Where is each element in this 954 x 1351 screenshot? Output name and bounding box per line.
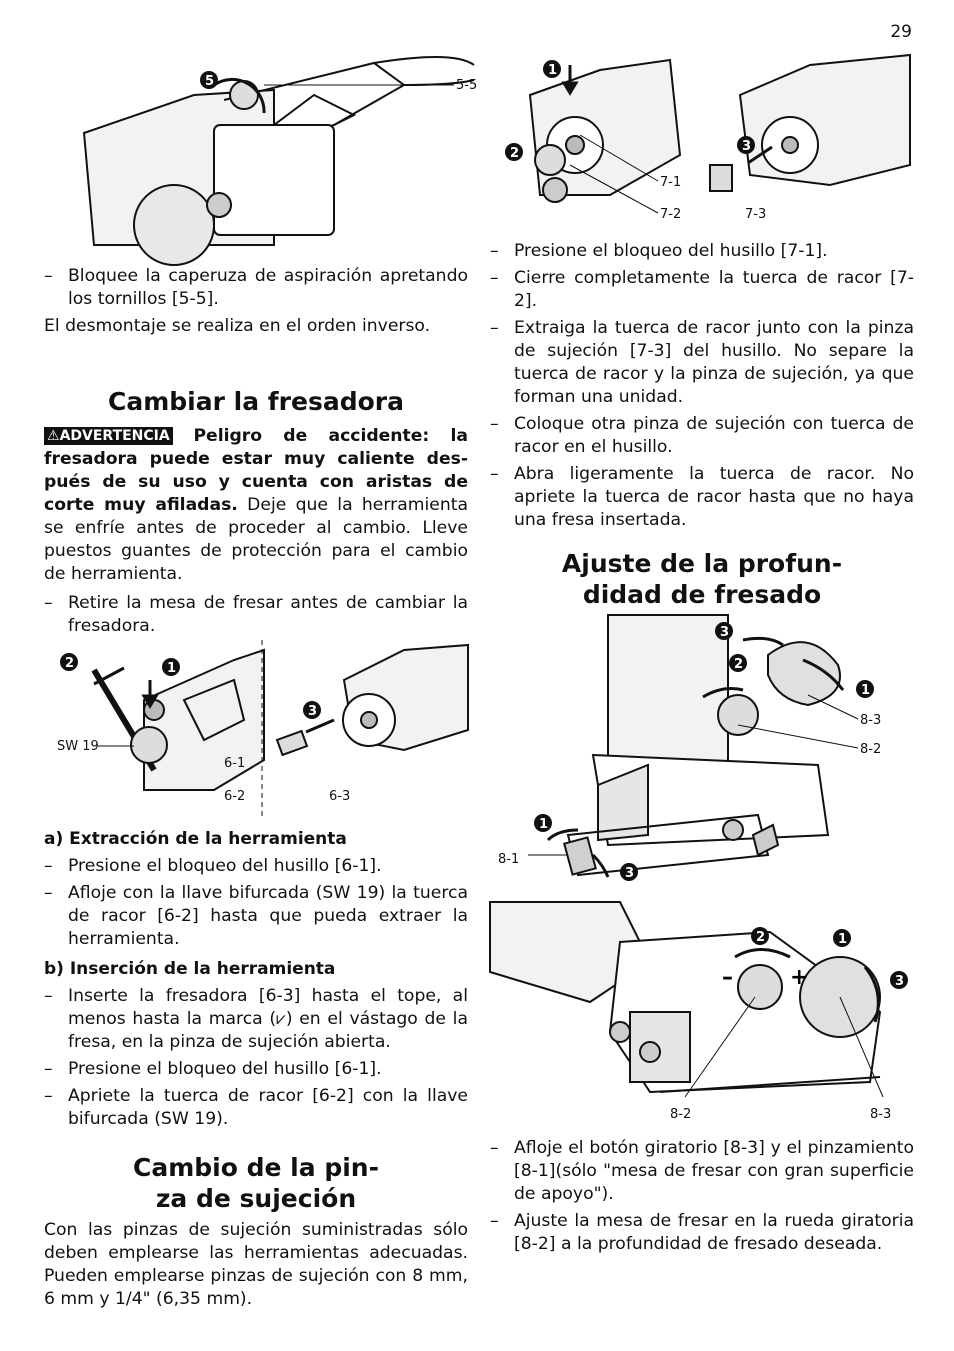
callout-1-bottom: 1 <box>539 817 548 832</box>
list-depth: Afloje el botón giratorio [8-3] y el pin… <box>490 1137 914 1256</box>
list-item: Presione el bloqueo del husillo [6-1]. <box>44 855 468 878</box>
list-remove-table: Retire la mesa de fresar antes de cambia… <box>44 592 468 638</box>
warning-bold-text: Peligro de accidente: la fresadora puede… <box>44 426 468 515</box>
callout-2: 2 <box>65 656 74 671</box>
label-6-3: 6-3 <box>329 789 350 804</box>
label-8-2: 8-2 <box>860 742 881 757</box>
warning-block: ⚠ADVERTENCIA Peligro de accidente: la fr… <box>44 425 468 642</box>
callout-3: 3 <box>308 704 317 719</box>
label-6-1: 6-1 <box>224 756 245 771</box>
subheading-insertion: b) Inserción de la herramienta <box>44 959 336 979</box>
list-item: Bloquee la caperuza de aspiración apreta… <box>44 265 468 311</box>
heading-collet-line1: Cambio de la pin- <box>133 1153 379 1182</box>
callout-5 <box>200 71 218 89</box>
list-item: Afloje con la llave bifurcada (SW 19) la… <box>44 882 468 951</box>
list-item: Extraiga la tuerca de racor junto con la… <box>490 317 914 409</box>
insertion-mark-icon: ⩗ <box>276 1009 286 1029</box>
heading-change-bit: Cambiar la fresadora <box>108 387 404 416</box>
heading-depth-line2: didad de fresado <box>582 580 822 609</box>
minus-icon: – <box>722 965 733 990</box>
list-item: Cierre completamente la tuerca de racor … <box>490 267 914 313</box>
label-5-5: 5-5 <box>456 78 477 93</box>
label-7-2: 7-2 <box>660 207 681 222</box>
list-item: Ajuste la mesa de fresar en la rueda gi­… <box>490 1210 914 1256</box>
callout-1: 1 <box>167 661 176 676</box>
section-collet-change: Cambio de la pin- za de sujeción <box>44 1152 468 1214</box>
section-suction-text: Bloquee la caperuza de aspiración apreta… <box>44 265 468 344</box>
list-suction: Bloquee la caperuza de aspiración apreta… <box>44 265 468 311</box>
callout-2: 2 <box>756 930 765 945</box>
section-change-bit: Cambiar la fresadora <box>44 386 468 417</box>
callout-1-top: 1 <box>861 683 870 698</box>
label-7-1: 7-1 <box>660 175 681 190</box>
callout-1: 1 <box>548 63 557 78</box>
label-8-1: 8-1 <box>498 852 519 867</box>
list-item: Inserte la fresadora [6-3] hasta el tope… <box>44 985 468 1054</box>
section-depth-steps: Afloje el botón giratorio [8-3] y el pin… <box>490 1137 914 1260</box>
list-item: Apriete la tuerca de racor [6-2] con la … <box>44 1085 468 1131</box>
figure-8b-depth-adjust-top: – + 2 1 3 8-2 8-3 <box>489 901 914 1127</box>
list-collet: Presione el bloqueo del husillo [7-1]. C… <box>490 240 914 532</box>
warning-triangle-icon: ⚠ <box>47 428 60 444</box>
figure-6-tool-change: 2 1 3 SW 19 6-1 6-2 6-3 <box>54 640 469 820</box>
list-item: Presione el bloqueo del husillo [6-1]. <box>44 1058 468 1081</box>
collet-paragraph-block: Con las pinzas de sujeción suministradas… <box>44 1219 468 1317</box>
heading-depth-line1: Ajuste de la profun- <box>561 549 843 578</box>
section-depth: Ajuste de la profun- didad de fresado <box>490 548 914 610</box>
section-collet-steps: Presione el bloqueo del husillo [7-1]. C… <box>490 240 914 536</box>
list-item: Coloque otra pinza de sujeción con tuerc… <box>490 413 914 459</box>
heading-collet-line2: za de sujeción <box>155 1184 357 1213</box>
callout-3-top: 3 <box>720 625 729 640</box>
svg-text:5: 5 <box>205 74 214 89</box>
label-8-3: 8-3 <box>870 1107 891 1122</box>
callout-1: 1 <box>838 932 847 947</box>
label-6-2: 6-2 <box>224 789 245 804</box>
callout-2: 2 <box>510 146 519 161</box>
list-item: Abra ligeramente la tuerca de racor. No … <box>490 463 914 532</box>
list-item: Retire la mesa de fresar antes de cambia… <box>44 592 468 638</box>
section-tool-removal: a) Extracción de la herramienta Presione… <box>44 828 468 955</box>
figure-5-suction-hood: 5 5-5 <box>74 55 477 266</box>
label-sw19: SW 19 <box>57 739 99 754</box>
figure-8a-depth-adjust: 3 2 1 1 3 8-3 8-2 8-1 <box>498 614 914 890</box>
list-item: Afloje el botón giratorio [8-3] y el pin… <box>490 1137 914 1206</box>
collet-paragraph: Con las pinzas de sujeción suministradas… <box>44 1220 468 1309</box>
callout-2: 2 <box>734 657 743 672</box>
callout-3-bottom: 3 <box>625 866 634 881</box>
list-insertion: Inserte la fresadora [6-3] hasta el tope… <box>44 985 468 1131</box>
figure-7-collet: 1 2 3 7-1 7-2 7-3 <box>500 53 914 225</box>
page-number: 29 <box>890 22 912 42</box>
warning-badge: ⚠ADVERTENCIA <box>44 427 173 445</box>
label-7-3: 7-3 <box>745 207 766 222</box>
section-tool-insertion: b) Inserción de la herramienta Inserte l… <box>44 958 468 1135</box>
callout-3: 3 <box>742 139 751 154</box>
callout-3: 3 <box>895 974 904 989</box>
list-item: Presione el bloqueo del husillo [7-1]. <box>490 240 914 263</box>
subheading-removal: a) Extracción de la herramienta <box>44 829 347 849</box>
label-8-2: 8-2 <box>670 1107 691 1122</box>
label-8-3: 8-3 <box>860 713 881 728</box>
list-removal: Presione el bloqueo del husillo [6-1]. A… <box>44 855 468 951</box>
warning-text: Deje que la herramienta se enfríe antes … <box>44 495 468 584</box>
plus-icon: + <box>790 965 808 990</box>
disassembly-paragraph: El desmontaje se realiza en el orden inv… <box>44 316 431 336</box>
